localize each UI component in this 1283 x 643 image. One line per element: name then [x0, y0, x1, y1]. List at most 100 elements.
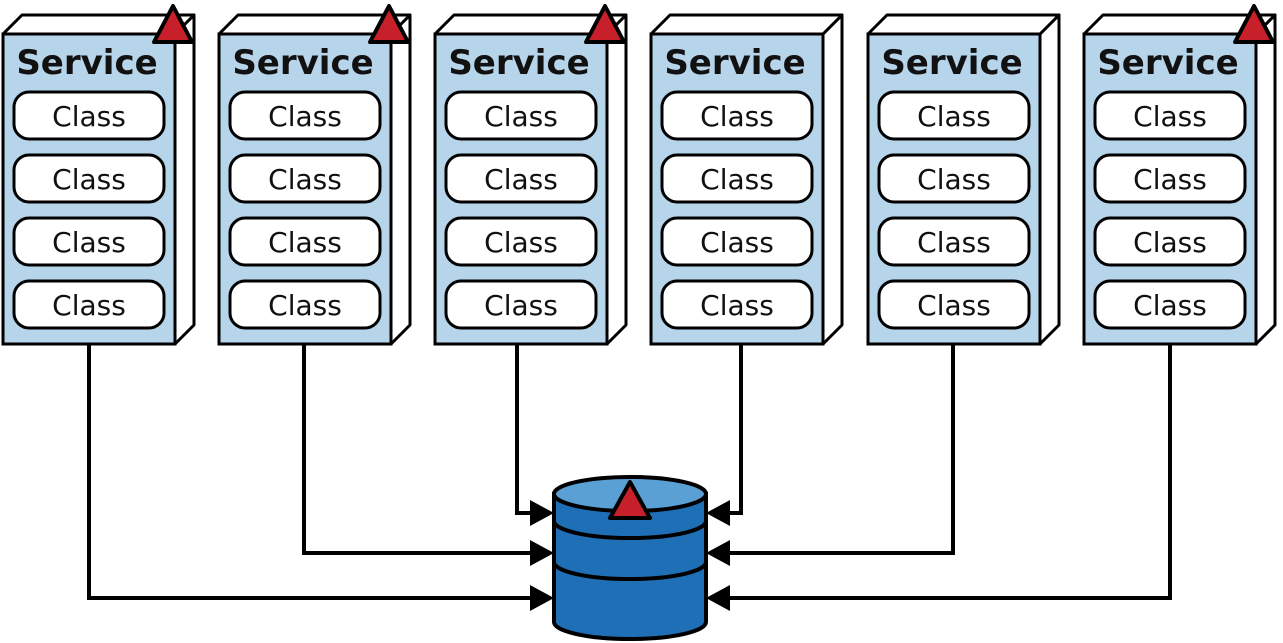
service-side-face — [1254, 13, 1277, 346]
class-label: Class — [917, 289, 991, 322]
class-label: Class — [700, 163, 774, 196]
class-label: Class — [1133, 289, 1207, 322]
class-label: Class — [1133, 226, 1207, 259]
class-box: Class — [660, 216, 814, 267]
class-box-shape — [877, 153, 1031, 204]
warning-triangle-icon — [1233, 4, 1275, 44]
class-box: Class — [228, 279, 382, 330]
class-box: Class — [444, 279, 598, 330]
class-label: Class — [268, 226, 342, 259]
class-box-shape — [1093, 153, 1247, 204]
service-title: Service — [232, 43, 373, 83]
service-db-connector — [87, 344, 534, 600]
class-label: Class — [917, 163, 991, 196]
class-label: Class — [484, 163, 558, 196]
class-box: Class — [660, 279, 814, 330]
class-box-shape — [660, 216, 814, 267]
class-box-shape — [228, 216, 382, 267]
class-label: Class — [484, 226, 558, 259]
class-box: Class — [660, 153, 814, 204]
service-title: Service — [1097, 43, 1238, 83]
class-box: Class — [444, 90, 598, 141]
class-box-shape — [444, 216, 598, 267]
class-label: Class — [52, 289, 126, 322]
database-band — [552, 520, 708, 540]
class-box: Class — [444, 216, 598, 267]
class-box: Class — [228, 216, 382, 267]
service-title: Service — [448, 43, 589, 83]
service-side-face — [389, 13, 412, 346]
class-box-shape — [228, 90, 382, 141]
warning-triangle-icon — [584, 4, 626, 44]
service-side-face — [821, 13, 844, 346]
database-body — [552, 492, 708, 641]
service-top-face — [866, 13, 1061, 36]
class-box-shape — [877, 90, 1031, 141]
class-label: Class — [917, 100, 991, 133]
arrowhead-icon — [530, 500, 554, 526]
service-title: Service — [881, 43, 1022, 83]
service-db-connector — [726, 344, 743, 515]
service-db-connector — [302, 344, 534, 555]
class-box-shape — [228, 279, 382, 330]
service-side-face — [173, 13, 196, 346]
class-box-shape — [660, 90, 814, 141]
class-box-shape — [12, 153, 166, 204]
service-db-connector — [726, 344, 1172, 600]
class-box-shape — [444, 90, 598, 141]
services: ServiceClassClassClassClassServiceClassC… — [1, 4, 1277, 346]
class-box: Class — [228, 153, 382, 204]
class-box-shape — [228, 153, 382, 204]
class-box: Class — [12, 279, 166, 330]
service-title: Service — [16, 43, 157, 83]
database-band — [552, 561, 708, 581]
class-label: Class — [268, 289, 342, 322]
class-box: Class — [1093, 90, 1247, 141]
class-label: Class — [268, 100, 342, 133]
service-db-connector — [726, 344, 955, 555]
class-box: Class — [444, 153, 598, 204]
class-box-shape — [444, 153, 598, 204]
warning-triangle-icon — [152, 4, 194, 44]
class-box: Class — [1093, 153, 1247, 204]
connectors — [87, 344, 1172, 611]
class-box: Class — [12, 153, 166, 204]
class-box: Class — [1093, 279, 1247, 330]
class-label: Class — [917, 226, 991, 259]
service-top-face — [649, 13, 844, 36]
class-box-shape — [444, 279, 598, 330]
arrowhead-icon — [706, 500, 730, 526]
warning-triangle-icon — [608, 480, 652, 520]
class-box-shape — [1093, 216, 1247, 267]
class-label: Class — [484, 289, 558, 322]
arrowhead-icon — [706, 585, 730, 611]
class-box-shape — [12, 216, 166, 267]
class-label: Class — [52, 163, 126, 196]
class-box: Class — [660, 90, 814, 141]
class-label: Class — [700, 289, 774, 322]
class-box: Class — [877, 279, 1031, 330]
class-label: Class — [1133, 163, 1207, 196]
class-box: Class — [877, 90, 1031, 141]
service-db-connector — [515, 344, 534, 515]
class-box-shape — [1093, 90, 1247, 141]
class-box: Class — [228, 90, 382, 141]
class-box: Class — [12, 216, 166, 267]
class-box-shape — [12, 279, 166, 330]
class-box: Class — [877, 153, 1031, 204]
class-label: Class — [268, 163, 342, 196]
arrowhead-icon — [530, 540, 554, 566]
class-box: Class — [1093, 216, 1247, 267]
class-label: Class — [1133, 100, 1207, 133]
class-box-shape — [877, 279, 1031, 330]
class-label: Class — [484, 100, 558, 133]
shared-database — [552, 475, 708, 641]
class-label: Class — [700, 100, 774, 133]
arrowhead-icon — [530, 585, 554, 611]
